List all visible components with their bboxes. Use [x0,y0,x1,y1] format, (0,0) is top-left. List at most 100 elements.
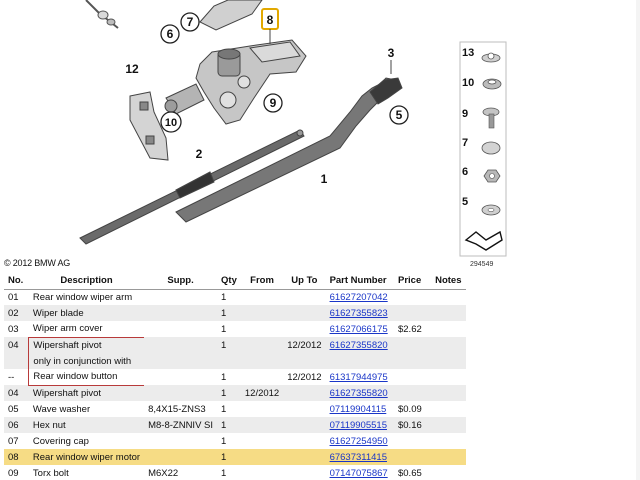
row-up-to [283,289,325,305]
part-number-link[interactable]: 07119904115 [329,403,387,415]
svg-text:10: 10 [462,77,474,89]
table-row[interactable]: 04 Wipershaft pivot 1 12/2012 6162735582… [4,385,466,401]
row-price [393,385,431,401]
row-qty: 1 [217,337,241,353]
callout-10[interactable]: 10 [160,111,182,133]
svg-text:9: 9 [270,96,277,110]
row-notes [431,401,466,417]
row-supp: M6X22 [148,467,179,479]
wiper-blade-illustration [79,129,305,245]
header-qty: Qty [217,273,241,290]
part-number-link[interactable]: 61627207042 [329,291,388,303]
part-number-link[interactable]: 61627355820 [329,339,388,351]
table-row-selected[interactable]: 08 Rear window wiper motor 1 67637311415 [4,449,466,465]
image-number: 294549 [470,261,493,268]
row-no: 01 [8,291,19,303]
table-row: only in conjunction with [4,353,466,369]
svg-text:5: 5 [396,108,403,122]
row-no: 08 [4,449,29,465]
copyright-notice: © 2012 BMW AG [4,258,71,268]
row-from [240,353,284,369]
callout-9[interactable]: 9 [263,93,283,113]
legend-item-5[interactable]: 5 [462,196,501,216]
table-row[interactable]: 09 Torx bolt M6X22 1 07147075867 $0.65 [4,465,466,480]
part-number-link[interactable]: 07147075867 [329,467,388,479]
svg-text:1: 1 [321,172,328,186]
row-part-number: 61627355820 [325,385,394,401]
row-price [394,433,431,449]
svg-text:7: 7 [462,137,468,149]
callout-1[interactable]: 1 [321,172,328,186]
row-up-to [283,465,325,480]
row-from [240,449,284,465]
svg-text:3: 3 [388,46,395,60]
part-number-link[interactable]: 61627355823 [329,307,388,319]
header-no: No. [4,273,29,290]
header-supp: Supp. [144,273,218,290]
page-scrollbar[interactable] [636,0,640,480]
row-part-number: 61627066175 [326,321,394,337]
row-up-to [283,385,326,401]
row-from [240,305,284,321]
row-up-to [283,321,325,337]
row-from [240,337,284,353]
part-number-link[interactable]: 07119905515 [329,419,387,431]
row-price [393,337,431,353]
row-up-to [283,353,326,369]
row-supp [144,385,218,401]
table-row[interactable]: 02 Wiper blade 1 61627355823 [4,305,466,321]
legend-item-9[interactable]: 9 [462,107,500,129]
row-description: Torx bolt [32,467,69,479]
row-from [241,465,283,480]
row-no: 09 [8,467,19,479]
table-row[interactable]: 06 Hex nut M8-8-ZNNIV SI 1 07119905515 $… [4,417,466,433]
callout-6[interactable]: 6 [160,24,180,44]
row-description: Wipershaft pivot [28,336,145,353]
callout-3[interactable]: 3 [388,46,395,74]
row-qty: 1 [221,467,227,479]
row-no: 06 [4,417,29,433]
row-from [240,417,284,433]
header-notes: Notes [430,273,466,290]
table-row[interactable]: -- Rear window button 1 12/2012 61317944… [4,369,466,386]
header-part-number: Part Number [325,273,394,290]
table-row[interactable]: 03 Wiper arm cover 1 61627066175 $2.62 [4,321,466,337]
legend-item-10[interactable]: 10 [462,77,502,90]
part-number-link[interactable]: 61627355820 [329,387,388,399]
row-price: $2.62 [397,323,422,335]
table-header-row: No. Description Supp. Qty From Up To Par… [4,273,466,290]
table-row[interactable]: 05 Wave washer 8,4X15-ZNS3 1 07119904115… [4,401,466,417]
row-from [241,289,283,305]
part-number-link[interactable]: 67637311415 [329,451,387,463]
part-number-link[interactable]: 61627254950 [329,435,388,447]
row-qty [217,353,241,369]
row-supp [144,289,217,305]
legend-item-7[interactable]: 7 [462,137,501,155]
legend-item-6[interactable]: 6 [462,166,501,183]
row-no [4,353,29,369]
row-up-to: 12/2012 [283,337,326,353]
table-row[interactable]: 07 Covering cap 1 61627254950 [4,433,466,449]
row-up-to [283,305,326,321]
washer-hose-illustration [85,0,119,29]
table-row[interactable]: 04 Wipershaft pivot 1 12/2012 6162735582… [4,336,466,353]
part-number-link[interactable]: 61317944975 [329,371,388,383]
part-number-link[interactable]: 61627066175 [329,323,388,335]
row-description: Wipershaft pivot [28,385,145,401]
row-from [241,433,283,449]
row-notes [430,385,466,401]
callout-12[interactable]: 12 [125,62,139,76]
svg-text:7: 7 [187,15,194,29]
row-notes [430,449,466,465]
table-row[interactable]: 01 Rear window wiper arm 1 61627207042 [4,289,466,305]
legend-item-13[interactable]: 13 [462,47,501,63]
row-supp: 8,4X15-ZNS3 [148,403,206,415]
mounting-bracket-illustration [129,91,169,161]
svg-text:10: 10 [165,117,177,129]
row-price [394,289,431,305]
callout-7[interactable]: 7 [180,12,200,32]
callout-8-selected[interactable]: 8 [261,8,279,44]
callout-5[interactable]: 5 [389,105,409,125]
callout-2[interactable]: 2 [196,147,203,161]
svg-text:13: 13 [462,47,474,59]
